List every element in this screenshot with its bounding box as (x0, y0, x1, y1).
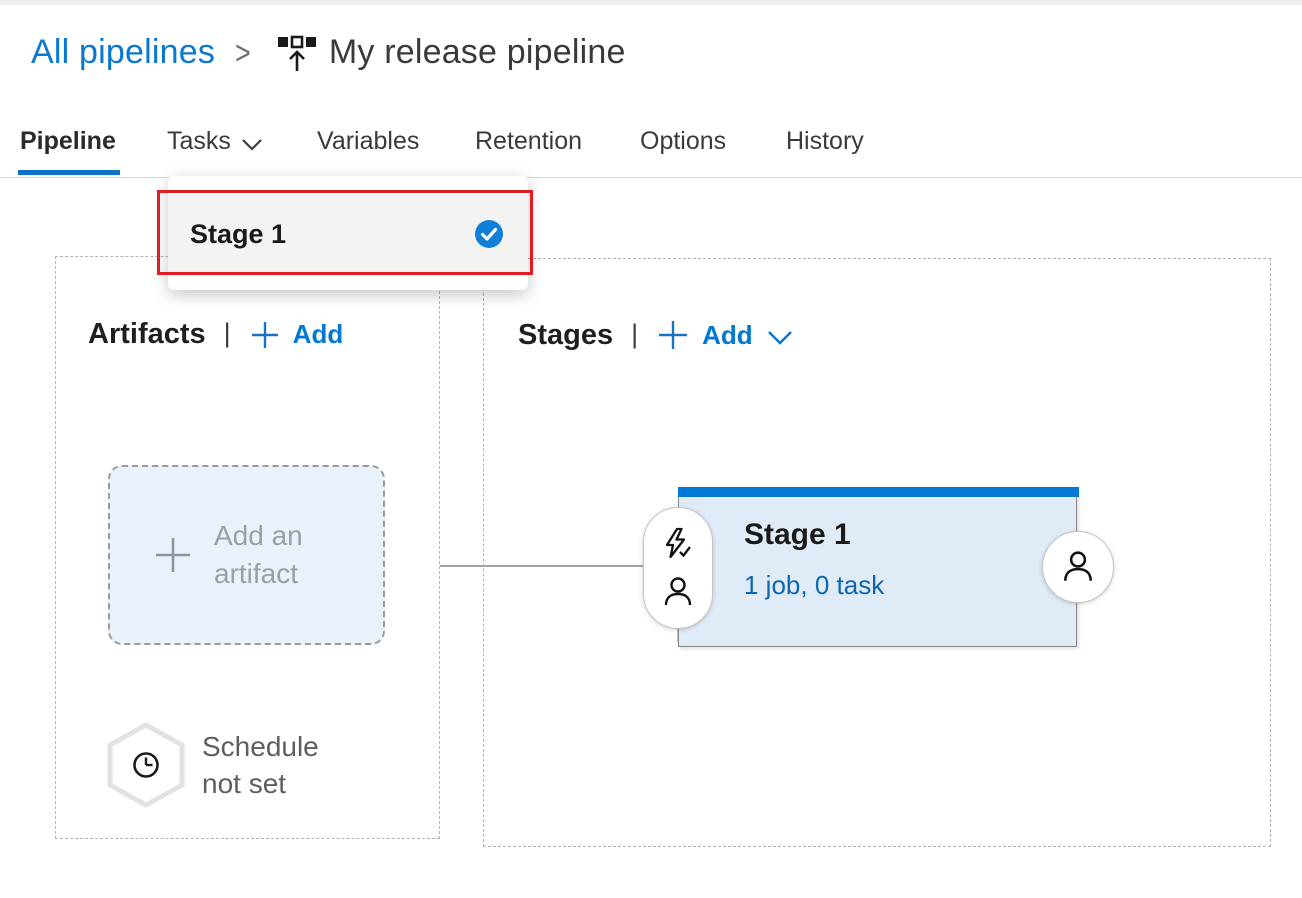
stages-title: Stages (518, 318, 614, 351)
add-artifact-button[interactable]: Add (249, 319, 344, 351)
schedule-status-label: Schedule not set (202, 728, 319, 802)
tab-tasks-label: Tasks (167, 127, 231, 155)
check-circle-icon (474, 219, 504, 249)
add-artifact-placeholder-label: Add an artifact (214, 517, 303, 593)
lightning-check-icon (665, 527, 691, 559)
stages-header: Stages | Add (518, 318, 793, 352)
tab-variables-label: Variables (317, 127, 420, 155)
add-artifact-label: Add (292, 319, 344, 349)
tab-retention-label: Retention (475, 127, 583, 155)
dropdown-item-label: Stage 1 (190, 218, 287, 249)
tab-bar: Pipeline Tasks Variables Retention Optio… (0, 112, 1302, 178)
clock-icon (133, 752, 159, 778)
schedule-hexagon (106, 722, 186, 808)
add-artifact-placeholder[interactable]: Add an artifact (108, 465, 385, 645)
pre-deployment-conditions-pill (643, 507, 713, 629)
tab-options-label: Options (640, 127, 727, 155)
stages-panel (483, 258, 1271, 847)
artifacts-header: Artifacts | Add (88, 318, 343, 351)
breadcrumb-all-pipelines-link[interactable]: All pipelines (31, 32, 216, 71)
tab-history-label: History (786, 127, 864, 155)
plus-icon (150, 532, 196, 578)
artifacts-title: Artifacts (88, 318, 206, 350)
tab-retention[interactable]: Retention (475, 127, 582, 156)
placeholder-line1: Add an (214, 520, 303, 551)
stage-card-status-bar (678, 487, 1079, 497)
plus-icon (656, 318, 690, 352)
stage-name: Stage 1 (744, 518, 851, 551)
top-border (0, 0, 1302, 5)
breadcrumb-separator: > (235, 33, 251, 72)
stage-jobs-tasks-link[interactable]: 1 job, 0 task (744, 570, 885, 600)
tasks-dropdown-menu: Stage 1 (168, 176, 528, 290)
person-icon (1064, 551, 1092, 581)
add-stage-label: Add (702, 319, 753, 350)
tasks-dropdown-item-stage-1[interactable]: Stage 1 (168, 195, 528, 273)
tab-variables[interactable]: Variables (317, 127, 419, 156)
placeholder-line2: artifact (214, 558, 299, 589)
tab-tasks[interactable]: Tasks (167, 127, 263, 156)
artifact-stage-connector-line (440, 565, 646, 567)
active-tab-indicator (18, 170, 120, 175)
tab-pipeline-label: Pipeline (20, 127, 116, 155)
plus-icon (249, 319, 281, 351)
pre-deployment-approvals-button[interactable] (661, 568, 695, 616)
person-icon (664, 577, 692, 606)
schedule-trigger[interactable]: Schedule not set (106, 722, 319, 808)
stage-card[interactable]: Stage 1 1 job, 0 task (678, 487, 1079, 647)
tab-options[interactable]: Options (640, 127, 726, 156)
tab-history[interactable]: History (786, 127, 864, 156)
schedule-line2: not set (202, 768, 287, 799)
tab-pipeline[interactable]: Pipeline (20, 127, 116, 156)
tab-bar-divider (0, 177, 1302, 178)
post-deployment-approvals-button[interactable] (1042, 531, 1114, 603)
page-title: My release pipeline (328, 32, 626, 71)
chevron-down-icon (767, 329, 793, 345)
add-stage-button[interactable]: Add (656, 318, 793, 352)
pre-deployment-conditions-button[interactable] (660, 520, 696, 568)
schedule-line1: Schedule (202, 731, 319, 762)
chevron-down-icon (241, 137, 263, 151)
breadcrumb: All pipelines > My release pipeline (31, 26, 626, 78)
artifacts-header-separator: | (223, 318, 231, 348)
stages-header-separator: | (631, 318, 639, 349)
release-pipeline-icon (275, 32, 317, 76)
